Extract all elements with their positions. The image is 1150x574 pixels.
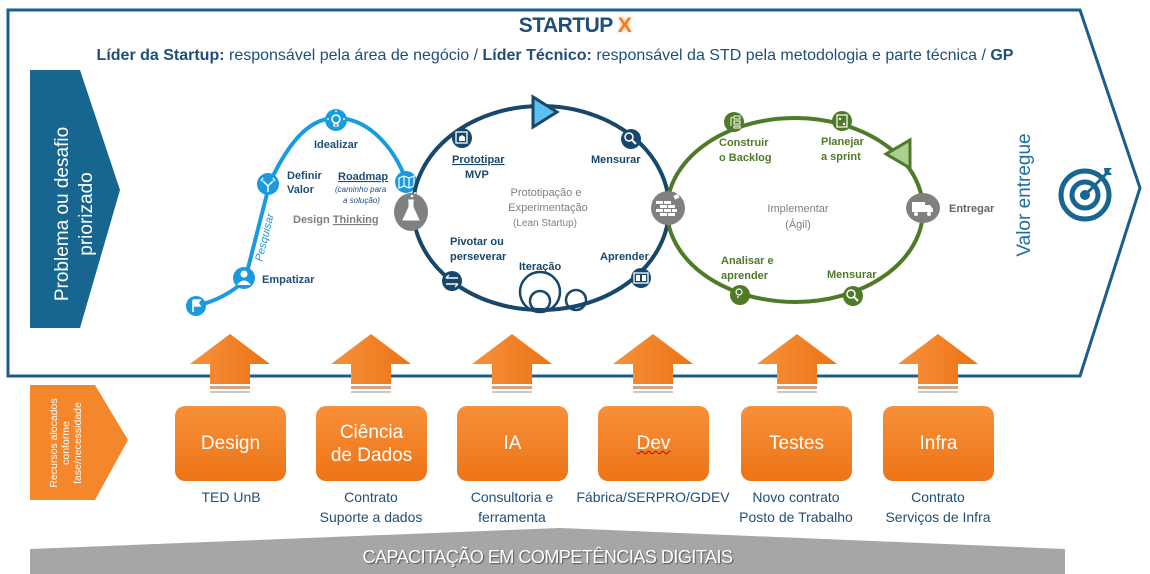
analisar-label: Analisar e	[721, 255, 774, 267]
idealizar-label: Idealizar	[314, 139, 359, 151]
book-icon	[631, 268, 651, 288]
map-icon	[395, 171, 417, 193]
planejar-label: Planejar	[821, 136, 865, 148]
definir-label: Definir	[287, 170, 323, 182]
sprint-label: a sprint	[821, 151, 861, 163]
swap-arrows-icon	[442, 271, 462, 291]
roadmap-sub2: a solução)	[343, 196, 380, 205]
backlog-label: o Backlog	[719, 152, 772, 164]
construir-label: Construir	[719, 137, 769, 149]
lean-direction-arrow	[531, 94, 560, 130]
resource-desc-dev: Fábrica/SERPRO/GDEV	[576, 489, 730, 505]
magnifier-icon	[621, 129, 641, 149]
value-delivered-banner: Valor entregue	[1014, 133, 1035, 257]
page-subtitle: Líder da Startup: responsável pela área …	[96, 47, 1014, 64]
lean-title2: Experimentação	[508, 202, 588, 214]
agile-direction-arrow	[883, 137, 912, 171]
roadmap-label: Roadmap	[338, 171, 388, 183]
lean-title1: Prototipação e	[511, 187, 582, 199]
magnifier-icon	[843, 286, 863, 306]
lightbulb-icon	[325, 109, 347, 131]
mensurar-lean-label: Mensurar	[591, 154, 641, 166]
aprender-agile-label: aprender	[721, 270, 769, 282]
mensurar-agile-label: Mensurar	[827, 269, 877, 281]
roadmap-sub1: (caminho para	[335, 185, 387, 194]
footer-banner-shape	[30, 528, 1065, 574]
iteracao-label: Iteração	[519, 261, 561, 273]
startup-frame	[6, 8, 1142, 378]
pivotar-label: Pivotar ou	[450, 236, 504, 248]
up-arrow-design	[190, 334, 270, 393]
backlog-icon	[724, 112, 744, 132]
blueprint-icon	[452, 128, 472, 148]
agile-title1: Implementar	[767, 203, 828, 215]
resources-banner-shape	[30, 385, 128, 500]
perseverar-label: perseverar	[450, 251, 507, 263]
entregar-label: Entregar	[949, 203, 995, 215]
mvp-label: MVP	[465, 169, 489, 181]
resource-desc-design: TED UnB	[201, 489, 261, 505]
loops-icon	[518, 270, 588, 314]
design-thinking-title: Design Thinking	[293, 214, 379, 226]
target-icon	[1058, 168, 1112, 222]
person-icon	[233, 267, 255, 289]
lean-title3: (Lean Startup)	[513, 218, 577, 229]
resource-box-infra: Infra	[883, 406, 994, 481]
up-arrow-dev	[613, 334, 693, 393]
up-arrow-tests	[757, 334, 837, 393]
resource-box-dev: Dev	[598, 406, 709, 481]
problem-banner-shape	[30, 70, 120, 328]
prototipar-label: Prototipar	[452, 154, 505, 166]
design-thinking-path	[195, 115, 408, 308]
fork-icon	[257, 173, 279, 195]
head-bulb-icon	[730, 285, 750, 305]
plan-icon	[832, 111, 852, 131]
truck-icon	[906, 193, 940, 223]
brick-wall-icon	[651, 191, 685, 225]
aprender-label: Aprender	[600, 251, 650, 263]
empatizar-label: Empatizar	[262, 274, 315, 286]
footer-banner: CAPACITAÇÃO EM COMPETÊNCIAS DIGITAIS	[362, 546, 733, 567]
resource-box-tests: Testes	[741, 406, 852, 481]
up-arrow-ia	[472, 334, 552, 393]
resource-box-ia: IA	[457, 406, 568, 481]
valor-label: Valor	[287, 184, 315, 196]
up-arrow-data	[331, 334, 411, 393]
up-arrow-infra	[898, 334, 978, 393]
page-title: STARTUP X	[518, 14, 632, 37]
flag-icon	[186, 296, 206, 316]
title-accent: X	[617, 14, 632, 37]
flask-icon	[394, 192, 428, 231]
agile-title2: (Ágil)	[785, 218, 811, 231]
resource-box-design: Design	[175, 406, 286, 481]
